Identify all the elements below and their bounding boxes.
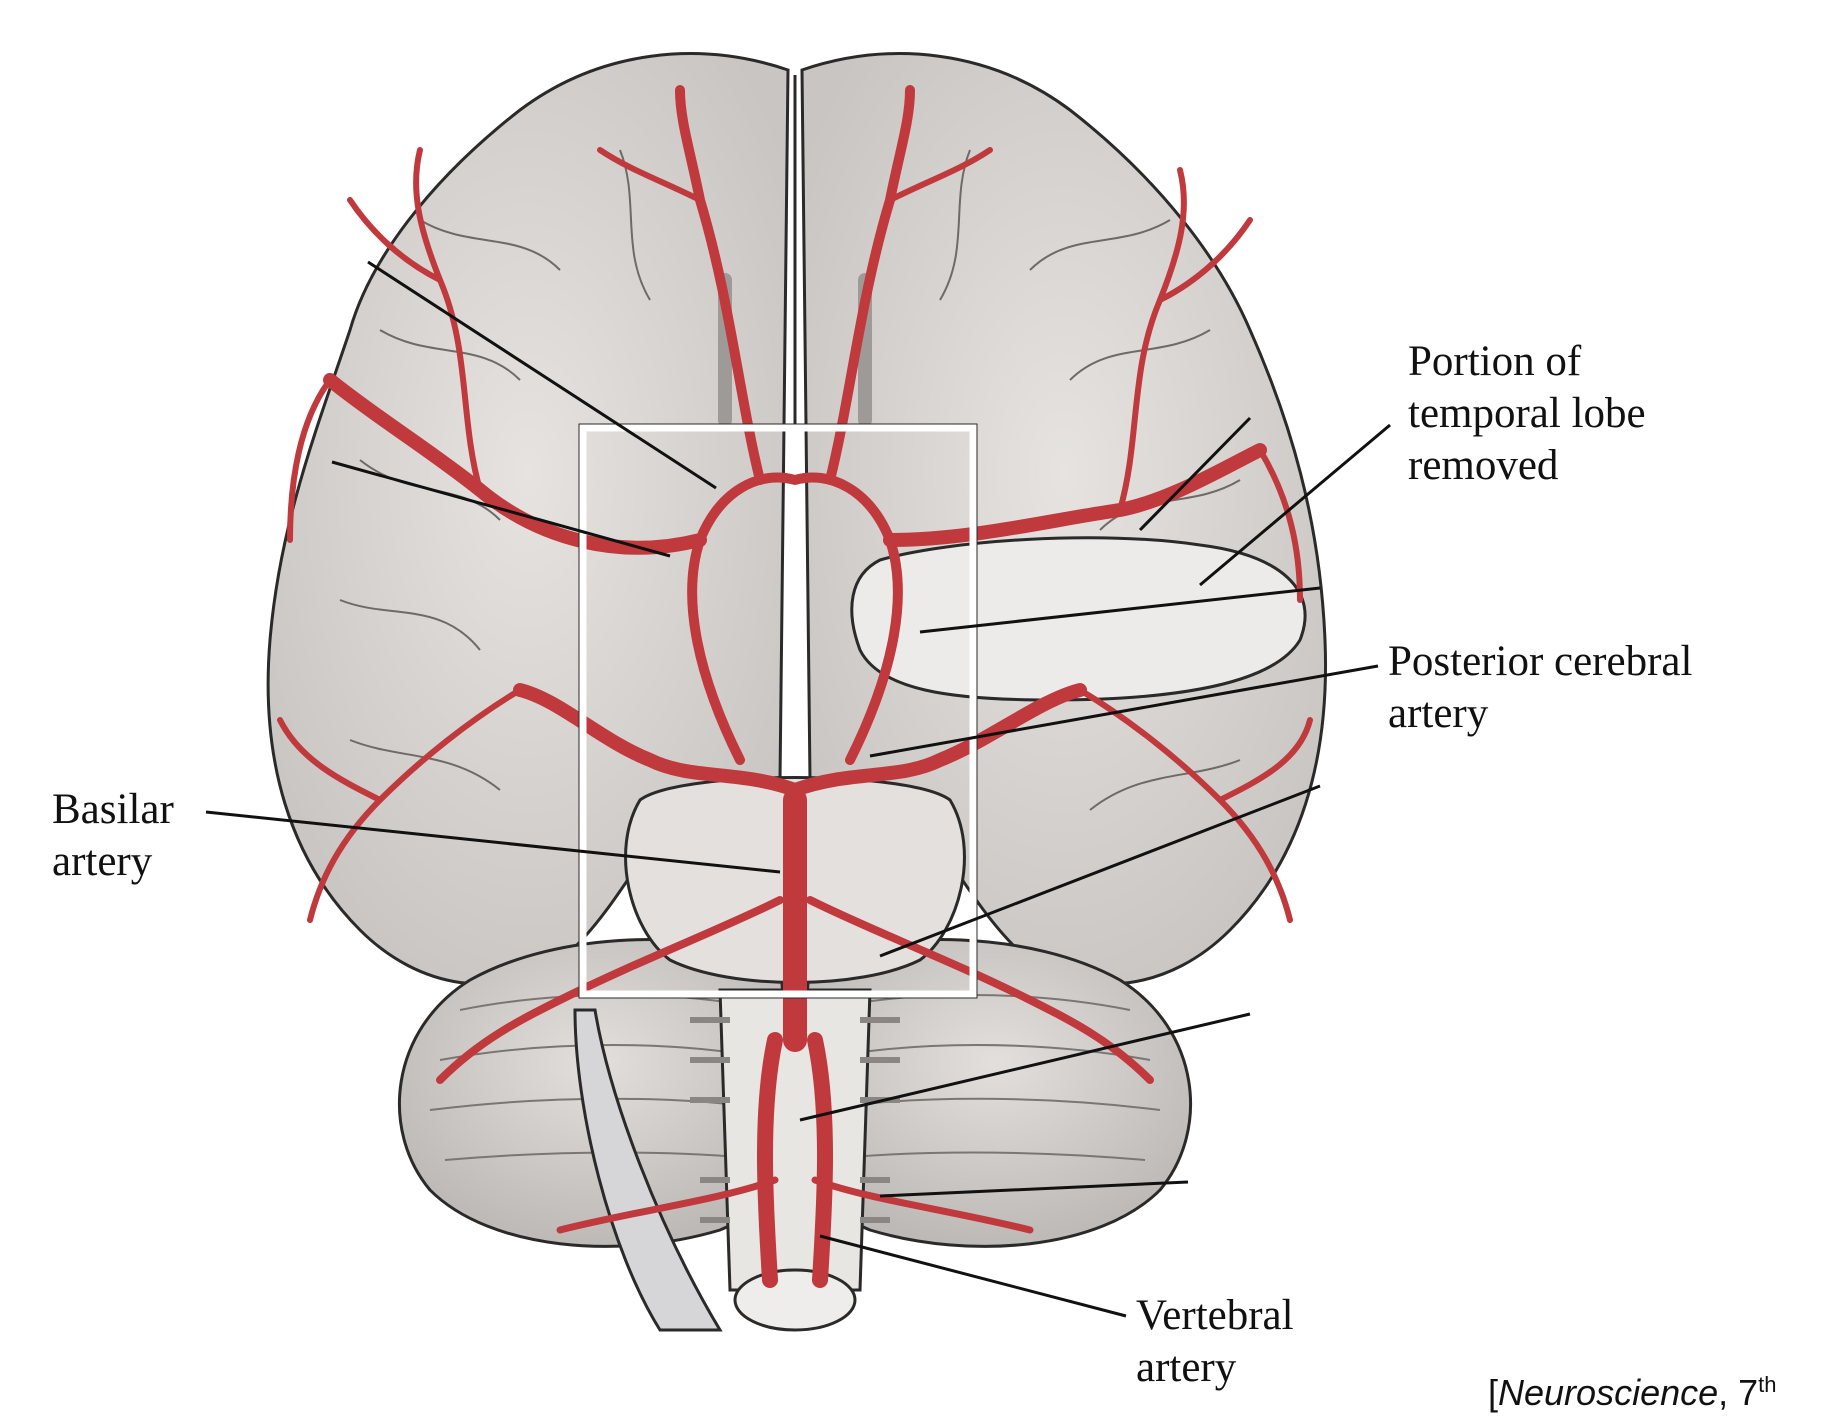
label-posterior-cerebral-line2: artery [1388,688,1692,740]
label-posterior-cerebral-line1: Posterior cerebral [1388,636,1692,688]
label-posterior-cerebral: Posterior cerebral artery [1388,636,1692,740]
citation-bracket: [ [1488,1372,1498,1413]
label-basilar-line1: Basilar [52,784,174,836]
label-basilar: Basilar artery [52,784,174,888]
citation-edition-suffix: th [1758,1372,1776,1397]
label-temporal-lobe-line2: temporal lobe [1408,388,1646,440]
label-temporal-lobe: Portion of temporal lobe removed [1408,336,1646,492]
temporal-lobe-cut [852,538,1305,700]
citation-title: Neuroscience [1498,1372,1718,1413]
label-basilar-line2: artery [52,836,174,888]
label-vertebral-line2: artery [1136,1342,1294,1394]
label-temporal-lobe-line1: Portion of [1408,336,1646,388]
label-vertebral-line1: Vertebral [1136,1290,1294,1342]
citation: [Neuroscience, 7th [1488,1372,1777,1414]
citation-edition: , 7 [1718,1372,1758,1413]
leader-vertebral [820,1236,1126,1316]
label-temporal-lobe-line3: removed [1408,440,1646,492]
label-vertebral: Vertebral artery [1136,1290,1294,1394]
spinal-cord-section [735,1270,855,1330]
